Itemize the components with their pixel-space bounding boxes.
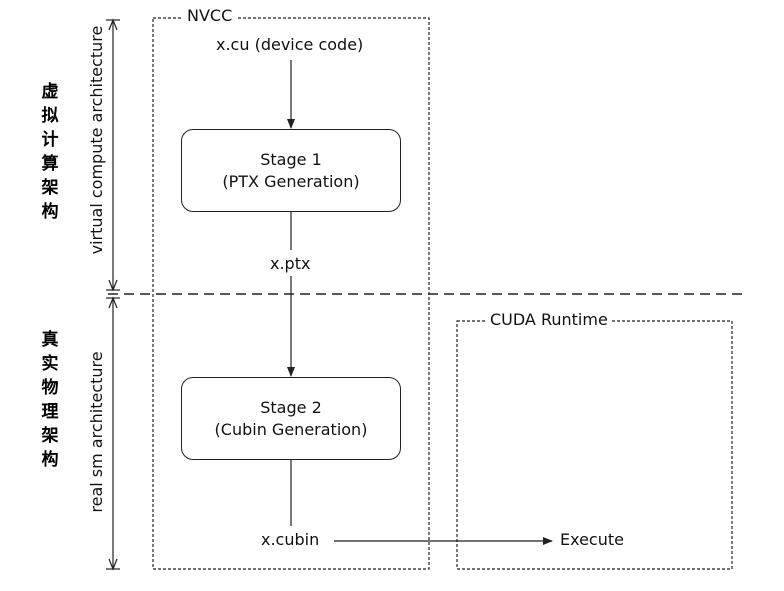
cuda-runtime-title: CUDA Runtime (486, 312, 612, 328)
stage1-title: Stage 1 (260, 149, 322, 169)
virtual-extent-arrow-bottom (108, 279, 118, 292)
virtual-architecture-cn-label: 虚拟计算架构 (41, 82, 59, 222)
ptx-file-label: x.ptx (270, 254, 311, 273)
stage1-subtitle: (PTX Generation) (222, 171, 360, 191)
virtual-architecture-label: virtual compute architecture (87, 25, 106, 255)
virtual-extent-arrow-top (108, 18, 118, 31)
real-architecture-label: real sm architecture (87, 351, 106, 513)
real-extent-arrow-bottom (108, 558, 118, 571)
nvcc-title: NVCC (183, 8, 237, 24)
stage1-box: Stage 1 (PTX Generation) (181, 129, 401, 212)
stage2-title: Stage 2 (260, 397, 322, 417)
input-file-label: x.cu (device code) (216, 35, 364, 54)
execute-label: Execute (560, 530, 624, 549)
real-architecture-cn-label: 真实物理架构 (41, 330, 59, 470)
real-extent-arrow-top (108, 296, 118, 309)
stage2-subtitle: (Cubin Generation) (214, 419, 368, 439)
stage2-box: Stage 2 (Cubin Generation) (181, 377, 401, 460)
cubin-file-label: x.cubin (261, 530, 320, 549)
